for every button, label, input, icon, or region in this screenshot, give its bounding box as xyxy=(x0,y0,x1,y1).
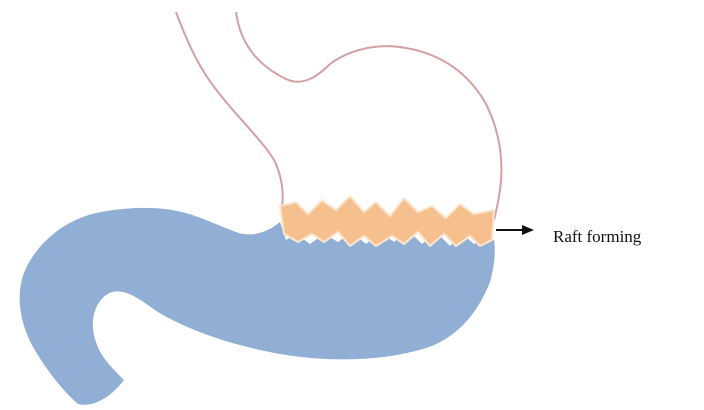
raft-label: Raft forming xyxy=(553,227,642,246)
stomach-outline-right xyxy=(236,12,501,220)
stomach-outline xyxy=(176,12,283,206)
raft-arrow-head xyxy=(522,225,534,235)
raft-layer xyxy=(280,196,494,246)
